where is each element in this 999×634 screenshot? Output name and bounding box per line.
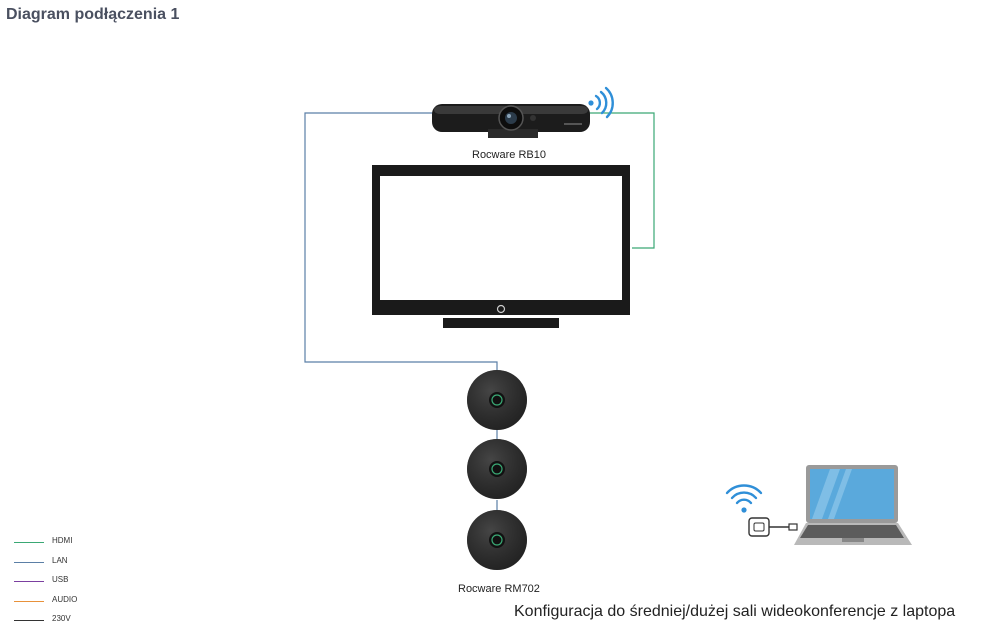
- legend-label: LAN: [52, 555, 68, 565]
- page-title: Diagram podłączenia 1: [6, 6, 180, 23]
- wireless-dongle: [748, 517, 798, 537]
- legend-swatch: [14, 542, 44, 543]
- legend-swatch: [14, 620, 44, 621]
- speakerphone-3: [467, 510, 527, 570]
- caption: Konfiguracja do średniej/dużej sali wide…: [514, 603, 956, 620]
- legend-label: USB: [52, 575, 69, 584]
- speakerphone-label: Rocware RM702: [458, 583, 540, 595]
- legend-label: HDMI: [52, 536, 73, 545]
- camera-rb10: [432, 104, 590, 138]
- laptop: [794, 465, 912, 545]
- legend-swatch: [14, 600, 44, 602]
- hdmi-cable: [589, 112, 655, 249]
- dongle-wifi-icon: [725, 484, 763, 513]
- legend-label: AUDIO: [52, 594, 78, 604]
- display-monitor: [372, 165, 630, 328]
- legend-swatch: [14, 581, 44, 582]
- speakerphone-1: [467, 370, 527, 430]
- lan-cable: [304, 112, 498, 372]
- legend-swatch: [14, 561, 44, 563]
- speakerphone-2: [467, 439, 527, 499]
- legend-label: 230V: [52, 614, 71, 623]
- camera-label: Rocware RB10: [472, 149, 546, 161]
- camera-wifi-icon: [588, 86, 614, 119]
